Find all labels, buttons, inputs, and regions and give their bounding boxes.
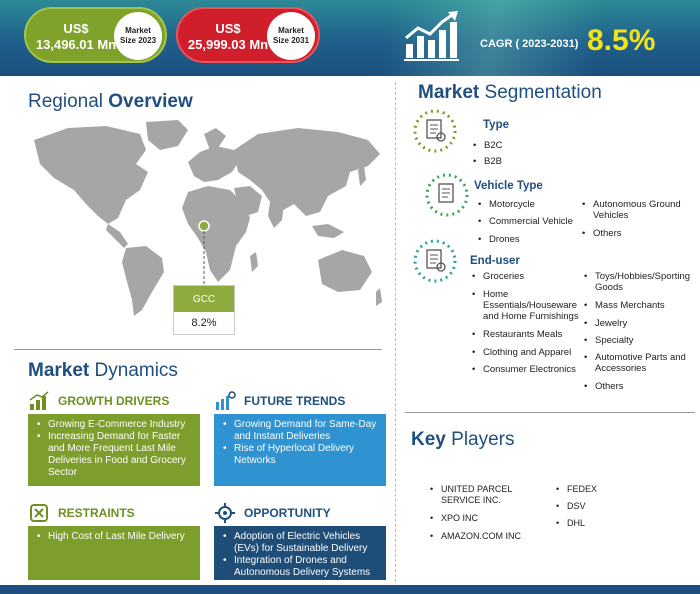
list-item: Growing Demand for Same-Day and Instant … — [222, 419, 380, 443]
growth-drivers-box: Growing E-Commerce Industry Increasing D… — [28, 414, 200, 486]
list-item: Jewelry — [584, 318, 694, 329]
restraints-box: High Cost of Last Mile Delivery — [28, 526, 200, 580]
list-item: AMAZON.COM INC — [430, 531, 550, 542]
list-item: Automotive Parts and Accessories — [584, 352, 694, 374]
divider-right — [405, 412, 695, 413]
list-item: Consumer Electronics — [472, 364, 584, 375]
list-item: Others — [582, 228, 686, 239]
list-item: Autonomous Ground Vehicles — [582, 199, 686, 221]
list-item: FEDEX — [556, 484, 636, 495]
list-item: Drones — [478, 234, 578, 245]
end-user-heading: End-user — [470, 255, 520, 267]
list-item: Clothing and Apparel — [472, 347, 584, 358]
list-item: Others — [584, 381, 694, 392]
market-size-2031-pill: US$ 25,999.03 Mn Market Size 2031 — [176, 7, 320, 63]
divider-left — [14, 349, 382, 350]
list-item: DHL — [556, 518, 636, 529]
list-item: XPO INC — [430, 513, 550, 524]
list-item: Integration of Drones and Autonomous Del… — [222, 555, 380, 579]
region-callout: GCC 8.2% — [173, 285, 235, 335]
footer-bar — [0, 585, 700, 594]
market-dynamics-title: Market Dynamics — [28, 360, 178, 381]
segment-document-icon — [425, 173, 469, 217]
list-item: B2C — [473, 140, 502, 151]
market-segmentation-title: Market Segmentation — [418, 82, 602, 103]
key-players-title: Key Players — [411, 429, 515, 450]
segment-document-icon — [413, 109, 457, 153]
restraints-icon — [30, 504, 48, 522]
future-trends-heading: FUTURE TRENDS — [214, 390, 345, 412]
header-banner: US$ 13,496.01 Mn Market Size 2023 US$ 25… — [0, 0, 700, 76]
vehicle-type-heading: Vehicle Type — [474, 180, 543, 192]
market-size-2023-label: Market Size 2023 — [114, 12, 162, 60]
market-size-2023-value: US$ 13,496.01 Mn — [35, 21, 117, 52]
list-item: Specialty — [584, 335, 694, 346]
growth-drivers-icon — [29, 391, 49, 410]
market-size-2031-label: Market Size 2031 — [267, 12, 315, 60]
list-item: Growing E-Commerce Industry — [36, 419, 194, 431]
list-item: High Cost of Last Mile Delivery — [36, 531, 194, 543]
location-pin-icon — [198, 220, 210, 232]
world-map — [34, 120, 382, 316]
region-value: 8.2% — [191, 317, 217, 329]
list-item: B2B — [473, 156, 502, 167]
regional-overview-title: Regional Overview — [28, 91, 193, 112]
market-size-2031-value: US$ 25,999.03 Mn — [187, 21, 269, 52]
list-item: Groceries — [472, 271, 584, 282]
restraints-heading: RESTRAINTS — [28, 502, 135, 524]
list-item: Toys/Hobbies/Sporting Goods — [584, 271, 694, 293]
list-item: DSV — [556, 501, 636, 512]
segment-document-icon — [413, 239, 457, 283]
cagr-value: 8.5% — [587, 24, 656, 57]
region-name: GCC — [174, 286, 234, 312]
list-item: Home Essentials/Houseware and Home Furni… — [472, 289, 584, 322]
list-item: Motorcycle — [478, 199, 578, 210]
opportunity-box: Adoption of Electric Vehicles (EVs) for … — [214, 526, 386, 580]
list-item: Commercial Vehicle — [478, 216, 578, 227]
future-trends-icon — [216, 391, 236, 410]
list-item: Increasing Demand for Faster and More Fr… — [36, 431, 194, 479]
trend-chart-icon — [404, 11, 459, 61]
growth-drivers-heading: GROWTH DRIVERS — [28, 390, 169, 412]
market-size-2023-pill: US$ 13,496.01 Mn Market Size 2023 — [24, 7, 167, 63]
list-item: Adoption of Electric Vehicles (EVs) for … — [222, 531, 380, 555]
future-trends-box: Growing Demand for Same-Day and Instant … — [214, 414, 386, 486]
cagr-label: CAGR ( 2023-2031) — [480, 38, 579, 50]
list-item: Rise of Hyperlocal Delivery Networks — [222, 443, 380, 467]
list-item: UNITED PARCEL SERVICE INC. — [430, 484, 550, 506]
list-item: Mass Merchants — [584, 300, 694, 311]
opportunity-icon — [215, 503, 235, 523]
opportunity-heading: OPPORTUNITY — [214, 502, 331, 524]
list-item: Restaurants Meals — [472, 329, 584, 340]
type-heading: Type — [483, 119, 509, 131]
divider-vertical — [395, 82, 396, 582]
